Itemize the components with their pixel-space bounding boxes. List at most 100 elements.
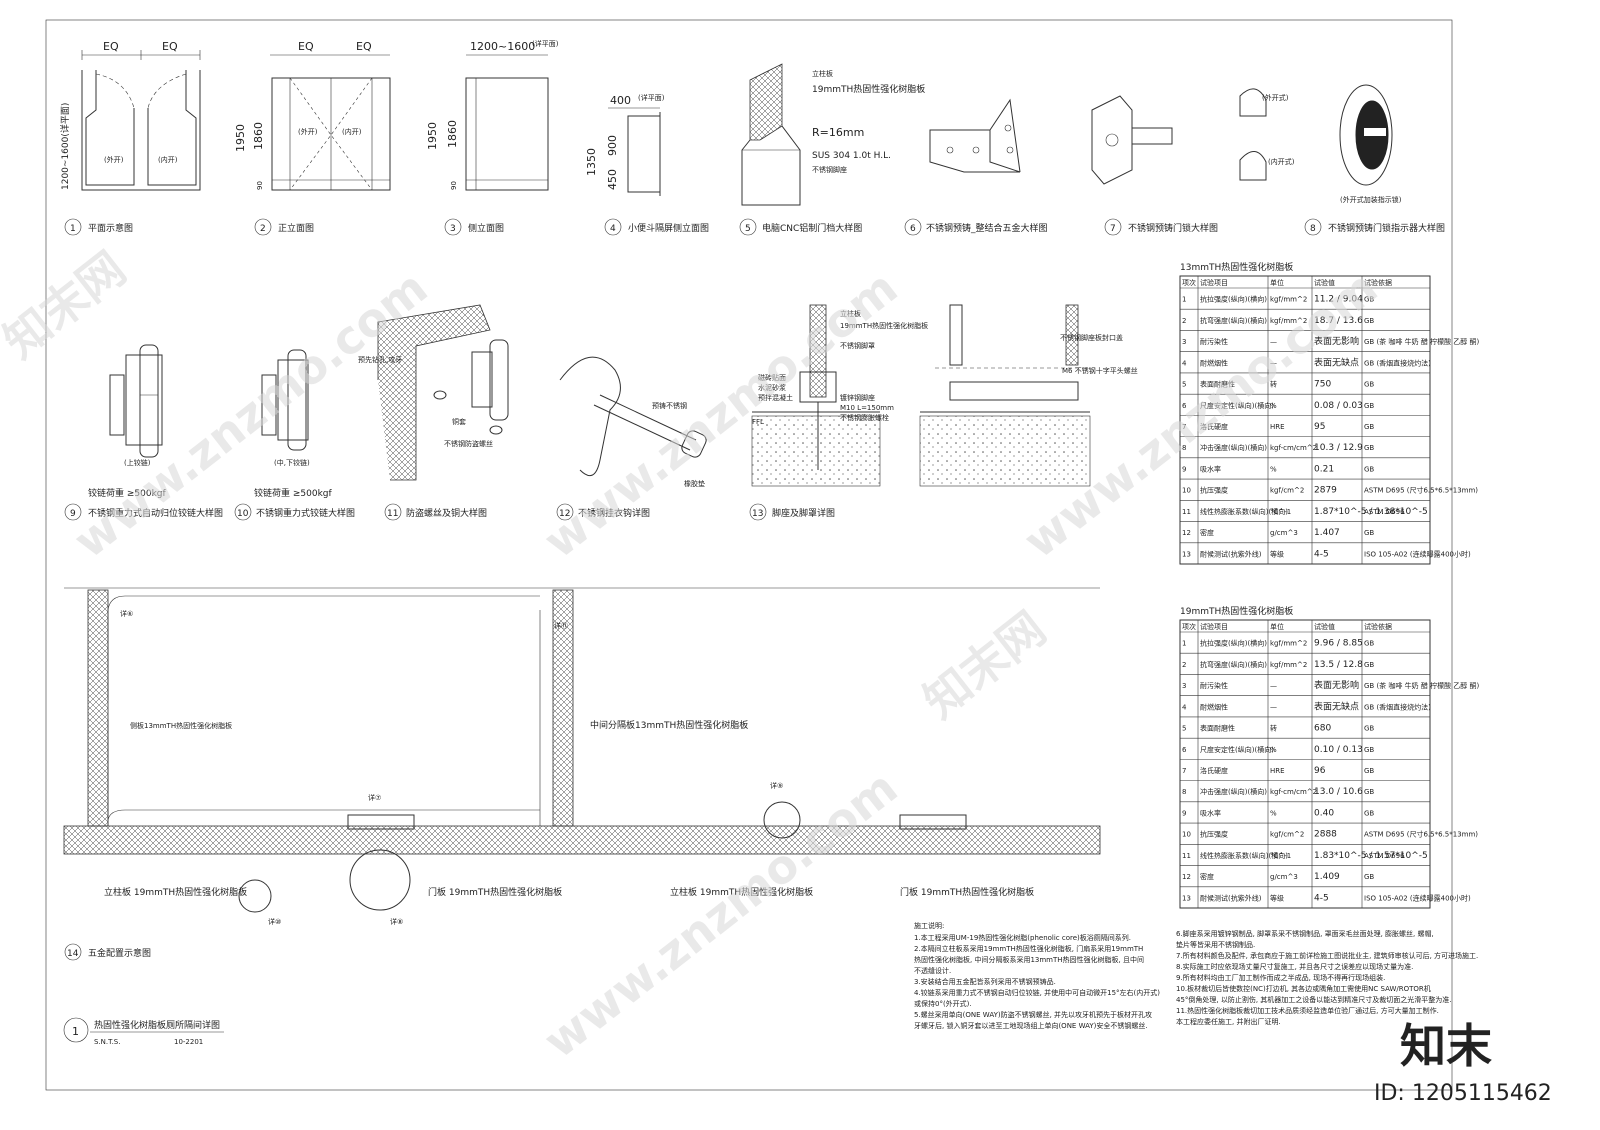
view-10-hinge: (中,下铰链) 铰链荷重 ≥500kgf 10 不锈钢重力式铰链大样图 bbox=[234, 349, 355, 521]
table-cell: 96 bbox=[1314, 766, 1326, 776]
plan-door1: 门板 19mmTH热固性强化树脂板 bbox=[428, 886, 562, 898]
v10-number: 10 bbox=[237, 509, 249, 519]
table-cell: °C^-1 bbox=[1270, 852, 1291, 860]
table-cell: 13.5 / 12.8 bbox=[1314, 660, 1363, 670]
watermark-brand-2: 知末网 bbox=[914, 601, 1056, 729]
v6-title: 不锈钢预铸_整结合五金大样图 bbox=[926, 222, 1048, 234]
table-cell: 表面无缺点 bbox=[1314, 356, 1359, 368]
watermark-brand-1: 知末网 bbox=[0, 241, 136, 369]
v10-label-load: 铰链荷重 ≥500kgf bbox=[254, 487, 333, 499]
v7-title: 不锈钢预铸门锁大样图 bbox=[1128, 222, 1218, 234]
plan-side-panel: 侧板13mmTH热固性强化树脂板 bbox=[130, 721, 232, 730]
table-cell: ISO 105-A02 (连续曝露400小时) bbox=[1364, 549, 1471, 558]
table-cell: 抗压强度 bbox=[1200, 486, 1228, 495]
table1-title: 13mmTH热固性强化树脂板 bbox=[1180, 261, 1293, 273]
note-left-8: 牙螺牙后, 锁入铜牙套以进至工地现场组上单向(ONE WAY)安全不锈钢螺丝. bbox=[914, 1021, 1148, 1030]
v13-label-cover: 不锈钢脚罩 bbox=[840, 341, 875, 350]
plan-ref-8: 详⑧ bbox=[390, 917, 403, 926]
v3-dim-90: 90 bbox=[450, 181, 458, 190]
table-cell: 3 bbox=[1182, 682, 1186, 690]
v13-label-ffl: FFL bbox=[752, 418, 764, 426]
table-cell: 表面耐磨性 bbox=[1200, 380, 1235, 389]
table-header-cell: 试验值 bbox=[1314, 278, 1335, 287]
view-11-security-screw: 预先钻孔,攻牙 铜套 不锈钢防盗螺丝 11 防盗螺丝及铜大样图 bbox=[358, 304, 509, 521]
watermark-id: ID: 1205115462 bbox=[1374, 1081, 1552, 1106]
table-cell: 9.96 / 8.85 bbox=[1314, 639, 1363, 649]
v4-dim-400: 400 bbox=[610, 94, 631, 107]
v13-label-tile: 磁砖贴面 bbox=[758, 373, 786, 382]
table-cell: GB bbox=[1364, 788, 1374, 796]
table-cell: — bbox=[1270, 359, 1277, 367]
table-cell: 尺度安定性(纵向)(横向) bbox=[1200, 401, 1274, 410]
table-cell: 9 bbox=[1182, 809, 1186, 817]
table-cell: GB bbox=[1364, 725, 1374, 733]
sheet-border bbox=[45, 19, 1453, 1091]
v5-label-panel: 19mmTH热固性强化树脂板 bbox=[812, 83, 925, 95]
v13-label-mortar: 水泥砂浆 bbox=[758, 383, 786, 392]
v2-title: 正立面图 bbox=[278, 222, 314, 234]
v12-label-steel: 预铸不锈钢 bbox=[652, 401, 687, 410]
table-cell: ASTM D695 (尺寸6.5*6.5*13mm) bbox=[1364, 830, 1478, 839]
table-cell: 耐燃烟性 bbox=[1200, 358, 1228, 367]
note-left-2: 热固性强化树脂板, 中间分隔板系采用13mmTH热固性强化树脂板, 且中间 bbox=[914, 955, 1144, 964]
table-cell: 10 bbox=[1182, 831, 1191, 839]
table-cell: 吸水率 bbox=[1200, 808, 1221, 817]
table-cell: 表面无影响 bbox=[1314, 679, 1359, 691]
table-cell: kgf/mm^2 bbox=[1270, 661, 1307, 669]
v13-label-panel: 19mmTH热固性强化树脂板 bbox=[840, 321, 928, 330]
plan-ref-6: 详⑥ bbox=[120, 609, 133, 618]
v3-dim-1950: 1950 bbox=[426, 122, 439, 150]
table-cell: 1.409 bbox=[1314, 872, 1340, 882]
note-left-7: 5.螺丝采用单向(ONE WAY)防盗不锈钢螺丝, 并先以攻牙机预先于板材开孔攻 bbox=[914, 1010, 1152, 1019]
table-cell: % bbox=[1270, 746, 1277, 754]
view-5-cnc-door-stop: 立柱板 19mmTH热固性强化树脂板 R=16mm SUS 304 1.0t H… bbox=[739, 63, 925, 236]
v4-dim-900: 900 bbox=[606, 135, 619, 156]
v8-title: 不锈钢预铸门锁指示器大样图 bbox=[1328, 222, 1445, 234]
plan-ref-7: 详⑦ bbox=[368, 793, 381, 802]
view-8-lock-indicator: (外开式) (内开式) (外开式加装指示锁) 8 不锈钢预铸门锁指示器大样图 bbox=[1239, 84, 1445, 236]
v14-number: 14 bbox=[67, 949, 79, 959]
table-cell: kgf/mm^2 bbox=[1270, 317, 1307, 325]
v6-number: 6 bbox=[910, 224, 916, 234]
v11-label-drill: 预先钻孔,攻牙 bbox=[358, 355, 402, 364]
v10-label-hinge: (中,下铰链) bbox=[274, 458, 310, 467]
v13-label-cap: 不锈钢脚座板封口盖 bbox=[1060, 333, 1123, 342]
v2-label-out: (外开) bbox=[298, 127, 318, 136]
v13-label-base: 镀锌钢脚座 bbox=[840, 393, 875, 402]
v2-dim-90: 90 bbox=[256, 181, 264, 190]
table-cell: % bbox=[1270, 402, 1277, 410]
table-cell: 1 bbox=[1182, 296, 1186, 304]
table-cell: 11 bbox=[1182, 508, 1191, 516]
table-cell: 4 bbox=[1182, 703, 1187, 711]
table-cell: GB bbox=[1364, 296, 1374, 304]
table-cell: 13 bbox=[1182, 894, 1191, 902]
table-cell: 7 bbox=[1182, 767, 1186, 775]
table-cell: 4 bbox=[1182, 359, 1187, 367]
v3-dim-width: 1200~1600 bbox=[470, 40, 535, 53]
v3-dim-1860: 1860 bbox=[446, 120, 459, 148]
table-cell: 95 bbox=[1314, 422, 1325, 432]
table-cell: 等级 bbox=[1270, 893, 1284, 902]
notes-heading: 施工说明: bbox=[914, 921, 944, 930]
note-right-8: 本工程应委任施工, 并附出厂证明. bbox=[1176, 1017, 1281, 1026]
v9-number: 9 bbox=[70, 509, 76, 519]
plan-col2: 立柱板 19mmTH热固性强化树脂板 bbox=[670, 886, 813, 898]
watermark-site-1: www.znzmo.com bbox=[64, 260, 438, 569]
table-cell: kgf-cm/cm^2 bbox=[1270, 788, 1317, 796]
plan-ref-10: 详⑩ bbox=[268, 917, 281, 926]
v2-dim-eq-2: EQ bbox=[356, 40, 372, 53]
table-cell: 1 bbox=[1182, 640, 1186, 648]
table-cell: GB (香烟直接烧灼法) bbox=[1364, 358, 1431, 367]
v13-label-bolt: 不锈钢膨胀螺栓 bbox=[840, 413, 889, 422]
note-right-0: 6.脚座系采用镀锌钢制品, 脚罩系采不锈钢制品, 罩面采毛丝面处理, 膨胀螺丝,… bbox=[1176, 929, 1434, 938]
table-header-cell: 试验依据 bbox=[1364, 278, 1392, 287]
v5-label-column: 立柱板 bbox=[812, 69, 833, 78]
table-cell: g/cm^3 bbox=[1270, 873, 1298, 881]
table-cell: 12 bbox=[1182, 873, 1191, 881]
v1-label-in: (内开) bbox=[158, 155, 178, 164]
v13-label-concrete: 预拌混凝土 bbox=[758, 393, 793, 402]
table-cell: 转 bbox=[1270, 380, 1277, 389]
table-cell: 洛氏硬度 bbox=[1200, 422, 1228, 431]
